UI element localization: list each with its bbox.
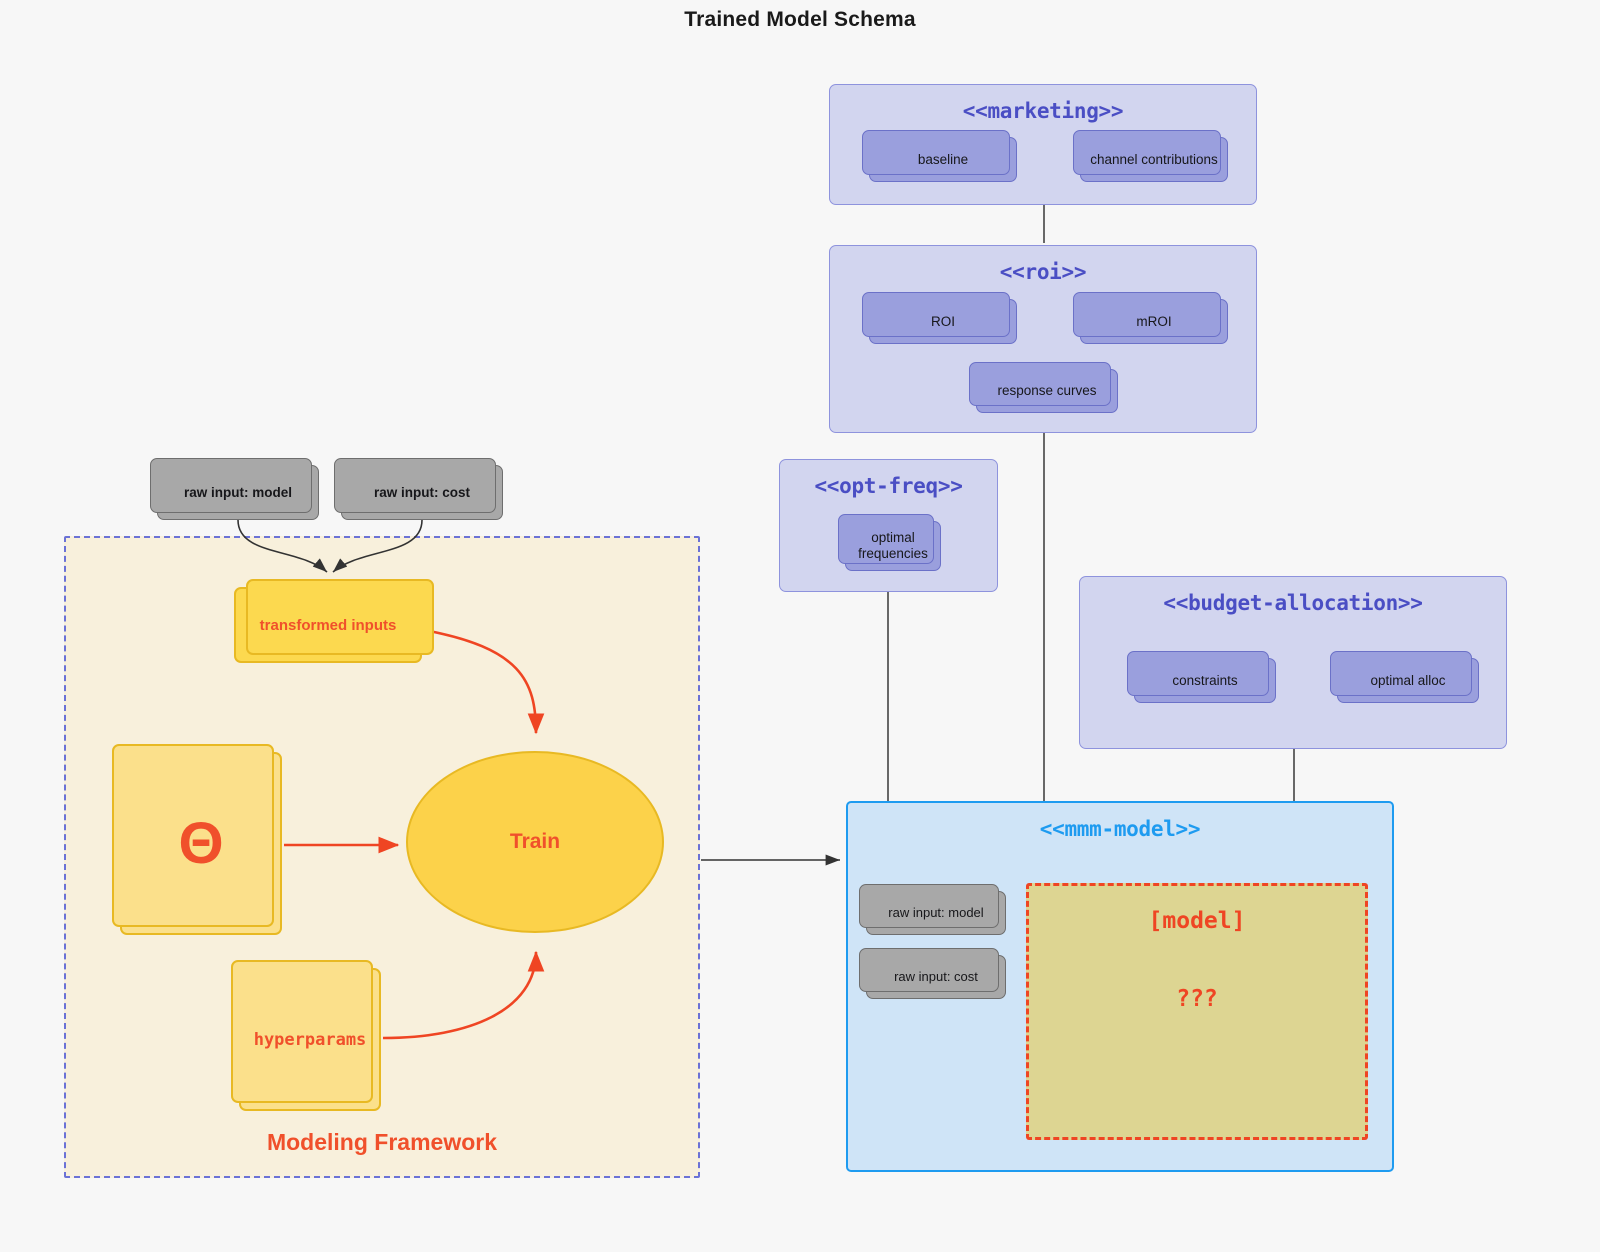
card-theta[interactable]: Θ	[112, 744, 282, 935]
node-mmm-raw-input-cost-label: raw input: cost	[894, 968, 978, 984]
node-roi[interactable]: ROI	[862, 292, 1017, 344]
modeling-framework-label: Modeling Framework	[266, 1129, 498, 1155]
theta-symbol: Θ	[178, 810, 224, 876]
node-optimal-alloc[interactable]: optimal alloc	[1330, 651, 1479, 703]
node-mmm-raw-input-model[interactable]: raw input: model	[859, 884, 1006, 935]
node-mroi[interactable]: mROI	[1073, 292, 1228, 344]
page-title: Trained Model Schema	[684, 8, 916, 31]
node-optimal-frequencies[interactable]: optimal frequencies	[838, 514, 941, 571]
node-mmm-raw-input-cost[interactable]: raw input: cost	[859, 948, 1006, 999]
node-roi-label: ROI	[930, 313, 955, 329]
package-budget-allocation-title: <<budget-allocation>>	[1163, 591, 1423, 615]
package-roi-title: <<roi>>	[999, 260, 1087, 284]
node-optimal-frequencies-line2: frequencies	[858, 546, 928, 561]
package-opt-freq-title: <<opt-freq>>	[814, 474, 963, 498]
card-transformed-inputs[interactable]: transformed inputs	[234, 579, 434, 663]
node-raw-input-model-label: raw input: model	[184, 484, 292, 500]
node-constraints[interactable]: constraints	[1127, 651, 1276, 703]
train-process-label: Train	[509, 830, 561, 853]
node-constraints-label: constraints	[1172, 672, 1238, 688]
node-response-curves-label: response curves	[997, 383, 1097, 399]
node-baseline-label: baseline	[917, 151, 969, 167]
train-process-node[interactable]: Train	[406, 751, 664, 933]
card-hyperparams-label: hyperparams	[253, 1029, 367, 1050]
node-response-curves[interactable]: response curves	[969, 362, 1118, 413]
node-raw-input-cost-label: raw input: cost	[373, 484, 470, 500]
package-marketing-title: <<marketing>>	[962, 99, 1124, 123]
node-mroi-label: mROI	[1136, 313, 1172, 329]
node-raw-input-cost[interactable]: raw input: cost	[334, 458, 503, 520]
node-raw-input-model[interactable]: raw input: model	[150, 458, 319, 520]
node-optimal-frequencies-line1: optimal	[871, 530, 915, 546]
package-mmm-model-title: <<mmm-model>>	[1039, 817, 1201, 841]
node-mmm-raw-input-model-label: raw input: model	[888, 904, 984, 920]
node-channel-contributions[interactable]: channel contributions	[1073, 130, 1228, 182]
model-placeholder-label: [model]	[1148, 908, 1246, 934]
model-unknown-label: ???	[1176, 986, 1218, 1012]
node-optimal-alloc-label: optimal alloc	[1370, 672, 1446, 688]
node-channel-contributions-label: channel contributions	[1090, 151, 1218, 167]
package-links	[887, 204, 1295, 802]
node-baseline[interactable]: baseline	[862, 130, 1017, 182]
card-transformed-inputs-label: transformed inputs	[259, 616, 397, 634]
card-hyperparams[interactable]: hyperparams	[231, 960, 381, 1111]
model-placeholder-box[interactable]: [model] ???	[1026, 883, 1368, 1140]
